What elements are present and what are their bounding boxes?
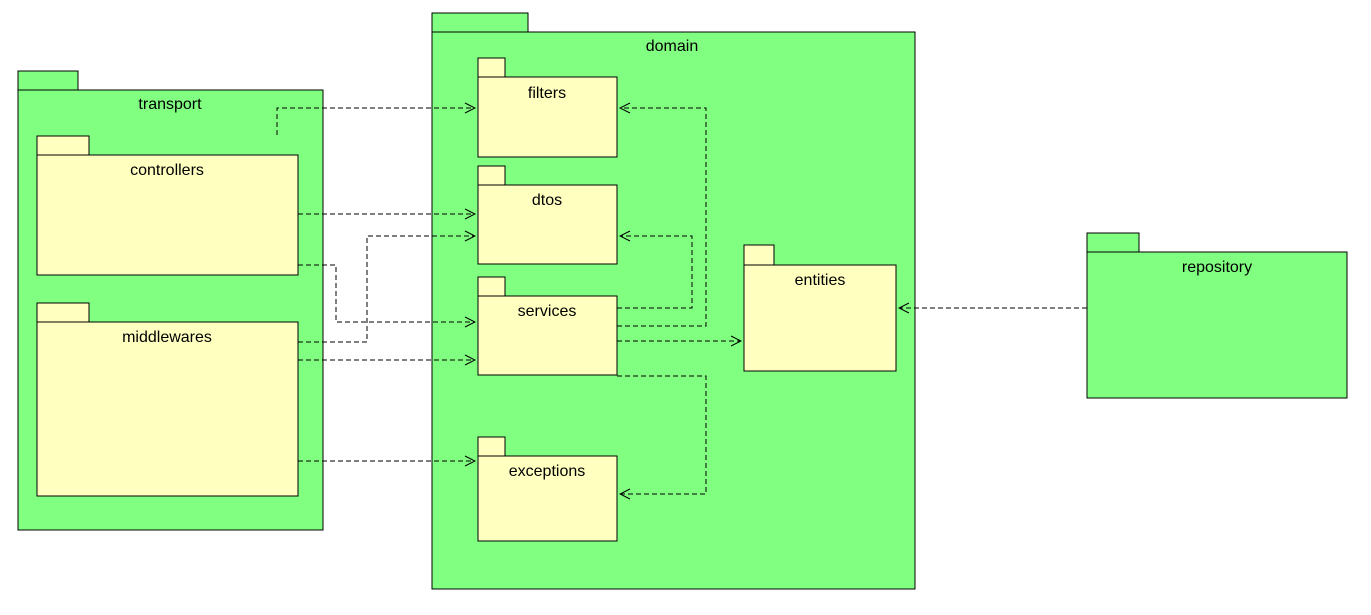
package-domain-label: domain bbox=[646, 38, 698, 55]
dependency-middlewares-to-dtos bbox=[298, 236, 475, 343]
package-repository-label: repository bbox=[1182, 259, 1252, 276]
package-transport-label: transport bbox=[138, 96, 202, 113]
package-controllers[interactable]: controllers bbox=[36, 135, 299, 276]
package-dtos[interactable]: dtos bbox=[477, 165, 618, 265]
package-services[interactable]: services bbox=[477, 276, 618, 376]
package-middlewares-label: middlewares bbox=[122, 329, 212, 346]
package-exceptions[interactable]: exceptions bbox=[477, 436, 618, 542]
dependency-controllers-to-services bbox=[298, 264, 475, 322]
package-exceptions-label: exceptions bbox=[509, 463, 586, 480]
package-filters-label: filters bbox=[528, 85, 566, 102]
package-controllers-label: controllers bbox=[130, 162, 204, 179]
package-dtos-label: dtos bbox=[532, 192, 562, 209]
dependency-transport-to-filters bbox=[276, 108, 475, 135]
package-middlewares[interactable]: middlewares bbox=[36, 302, 299, 497]
package-entities-label: entities bbox=[795, 272, 846, 289]
dependency-services-to-exceptions bbox=[617, 375, 707, 494]
package-repository[interactable]: repository bbox=[1086, 232, 1348, 399]
package-entities[interactable]: entities bbox=[743, 244, 897, 372]
dependency-services-to-filters bbox=[617, 108, 707, 327]
package-filters[interactable]: filters bbox=[477, 57, 618, 158]
package-services-label: services bbox=[518, 303, 577, 320]
